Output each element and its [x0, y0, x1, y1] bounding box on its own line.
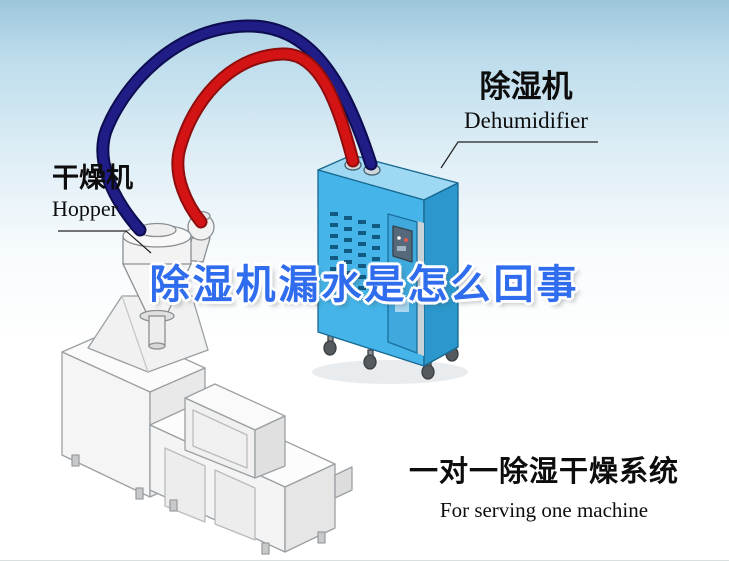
hopper-label-en: Hopper [52, 195, 118, 221]
extruder-illustration [61, 295, 353, 555]
hoses [96, 19, 378, 237]
system-caption: 一对一除湿干燥系统 For serving one machine [398, 448, 690, 523]
hopper-label: 干燥机 Hopper [52, 163, 172, 221]
dehumidifier-shadow [312, 360, 468, 384]
system-caption-en: For serving one machine [439, 498, 649, 522]
dehumidifier-illustration [317, 154, 459, 380]
red-hose [171, 47, 360, 229]
system-caption-cn: 一对一除湿干燥系统 [408, 456, 679, 488]
vent-slots [330, 212, 380, 300]
dehumidifier-pointer-line [440, 141, 598, 169]
hopper-label-cn: 干燥机 [52, 163, 133, 193]
dehumidifier-label-cn: 除湿机 [479, 69, 573, 104]
hopper-pointer-line [58, 230, 152, 254]
control-panel [392, 225, 413, 263]
label-pointer-lines [58, 141, 598, 254]
blue-hose [96, 19, 378, 237]
dehumidifier-label: 除湿机 Dehumidifier [450, 69, 602, 134]
dehumidifier-label-en: Dehumidifier [464, 108, 588, 134]
headline-title: 除湿机漏水是怎么回事 [149, 263, 580, 307]
